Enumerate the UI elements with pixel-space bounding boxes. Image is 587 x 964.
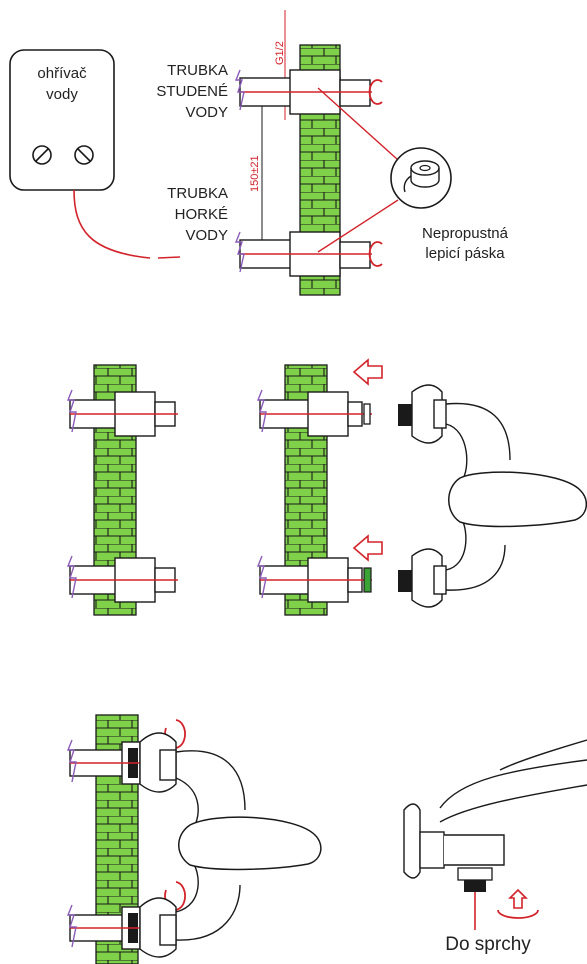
rotation-arrow-icon [368, 241, 383, 267]
section-1-pipe-preparation: ohřívač vody TRUBKA STUDENÉ VODY TRUBKA … [9, 10, 509, 296]
heater-knob-icon [74, 145, 94, 165]
mixer-faucet [398, 384, 587, 608]
mixer-side-view [403, 739, 587, 930]
insert-arrow-icon [352, 358, 383, 386]
heater-label-line2: vody [46, 86, 78, 103]
shower-label: Do sprchy [445, 934, 531, 955]
thread-size-label: G1/2 [274, 41, 286, 65]
hot-pipe-fitting [234, 231, 383, 277]
cold-pipe-label-2: STUDENÉ [156, 83, 228, 100]
cold-pipe-label-3: VODY [185, 104, 228, 121]
tape-roll-icon [390, 147, 452, 209]
section-3-mounted: Do sprchy [66, 714, 587, 964]
hot-pipe-label-2: HORKÉ [175, 206, 228, 223]
seal-ring [363, 403, 371, 425]
spacing-label: 150±21 [249, 155, 261, 192]
up-rotate-arrow-icon [497, 888, 539, 919]
pipe-fitting [256, 389, 372, 437]
pipe-fitting [256, 555, 372, 603]
hot-pipe-label-3: VODY [185, 227, 228, 244]
section-2-fitting-mount [66, 358, 587, 616]
pipe-fitting [66, 555, 178, 603]
hot-pipe-label-1: TRUBKA [167, 185, 228, 202]
pipe-fitting [66, 389, 178, 437]
insert-arrow-icon [352, 534, 383, 562]
heater-knob-icon [32, 145, 52, 165]
cold-pipe-fitting [234, 69, 383, 115]
heater-label-line1: ohřívač [37, 65, 87, 82]
seal-ring [363, 567, 372, 593]
water-heater: ohřívač vody [9, 49, 181, 259]
rotation-arrow-icon [368, 79, 383, 105]
tape-label-line2: lepicí páska [425, 245, 505, 262]
pipe-fitting [66, 739, 150, 785]
mixer-faucet [139, 732, 322, 958]
cold-pipe-label-1: TRUBKA [167, 62, 228, 79]
tape-label-line1: Nepropustná [422, 225, 509, 242]
